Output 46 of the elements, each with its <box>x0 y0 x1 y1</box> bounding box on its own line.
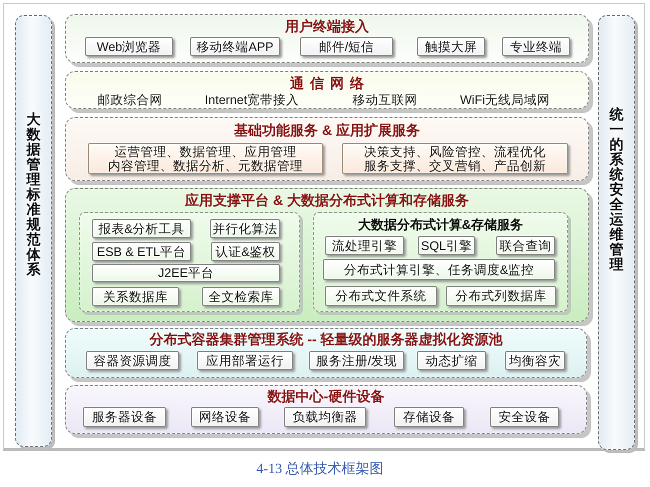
module-box: 动态扩缩 <box>417 351 486 370</box>
side-panel: 统一的系统安全运维管理 <box>598 15 635 450</box>
figure-caption: 4-13 总体技术框架图 <box>256 462 384 478</box>
module-box: 决策支持、风险管控、流程优化服务支撑、交叉营销、产品创新 <box>342 143 568 174</box>
layer-title: 基础功能服务 & 应用扩展服务 <box>234 122 420 138</box>
module-box: 服务器设备 <box>83 407 166 427</box>
module-box: 流处理引擎 <box>325 236 404 255</box>
module-box: 服务注册/发现 <box>309 351 404 370</box>
module-box: 专业终端 <box>502 37 570 56</box>
network-label: Internet宽带接入 <box>204 93 300 107</box>
side-panel: 大数据管理标准规范体系 <box>15 15 52 447</box>
layer-title: 用户终端接入 <box>285 18 369 34</box>
layer-title: 数据中心-硬件设备 <box>268 388 384 404</box>
module-box: 触摸大屏 <box>417 37 485 56</box>
layer-title: 应用支撑平台 & 大数据分布式计算和存储服务 <box>185 192 469 208</box>
module-box: 均衡容灾 <box>505 351 565 370</box>
module-box: 分布式列数据库 <box>446 286 556 306</box>
module-box: 网络设备 <box>191 407 259 427</box>
module-box: 分布式计算引擎、任务调度&监控 <box>323 259 555 280</box>
module-box: ESB & ETL平台 <box>92 242 191 261</box>
module-box: 安全设备 <box>490 407 559 427</box>
module-box: 负载均衡器 <box>284 407 366 427</box>
module-box: SQL引擎 <box>418 236 475 255</box>
module-box: 报表&分析工具 <box>92 219 191 238</box>
module-box: J2EE平台 <box>92 264 280 282</box>
module-box: Web浏览器 <box>85 37 173 56</box>
sub-panel <box>79 212 300 312</box>
module-box: 联合查询 <box>496 236 555 255</box>
module-box: 容器资源调度 <box>86 351 179 370</box>
module-box: 关系数据库 <box>92 287 179 306</box>
network-label: WiFi无线局域网 <box>460 93 550 107</box>
module-box: 邮件/短信 <box>300 37 393 56</box>
module-box: 全文检索库 <box>202 287 280 306</box>
module-box: 并行化算法 <box>210 219 280 238</box>
network-label: 移动互联网 <box>352 93 418 107</box>
module-box: 存储设备 <box>394 407 464 427</box>
sub-panel <box>313 212 568 312</box>
module-box: 应用部署运行 <box>197 351 293 370</box>
module-box: 运营管理、数据管理、应用管理内容管理、数据分析、元数据管理 <box>88 143 323 174</box>
module-box: 认证&鉴权 <box>211 242 280 261</box>
layer-title: 通信网络 <box>289 75 370 91</box>
network-label: 邮政综合网 <box>98 93 162 107</box>
layer-title: 分布式容器集群管理系统 -- 轻量级的服务器虚拟化资源池 <box>149 331 503 347</box>
panel-title: 大数据分布式计算&存储服务 <box>358 217 524 232</box>
module-box: 移动终端APP <box>190 37 280 56</box>
module-box: 分布式文件系统 <box>325 286 437 306</box>
